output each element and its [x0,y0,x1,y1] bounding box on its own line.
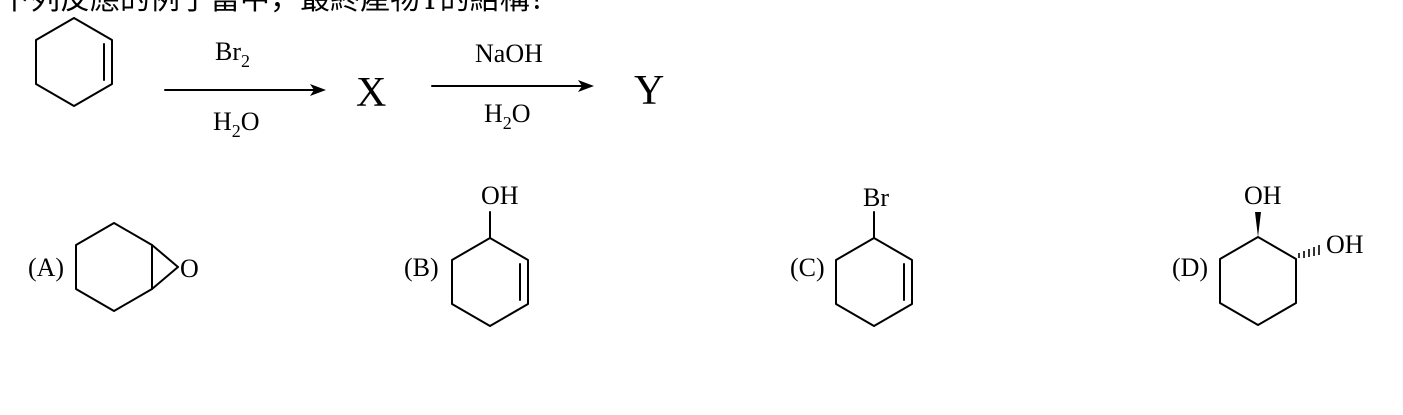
intermediate-x: X [356,70,386,116]
reaction-arrow-2 [431,80,594,92]
atom-label-br-c: Br [863,183,889,212]
structure-c-bromocyclohexene [835,211,913,327]
atom-label-o-a: O [180,254,199,283]
structure-d-cyclohexanediol [1219,236,1297,326]
reagent-1-top: Br2 [215,37,250,71]
reagent-1-bottom: H2O [213,107,260,141]
option-a-label: (A) [28,253,64,282]
cyclohexene-structure [35,17,113,107]
product-y: Y [634,68,664,114]
reagent-2-top: NaOH [475,39,543,68]
wedge-bond-icon [1255,212,1261,237]
option-d-label: (D) [1172,253,1208,282]
hashed-bond-icon [1298,245,1320,258]
reagent-2-bottom: H2O [484,99,531,133]
question-text: 下列反應的例子當中，最終產物Y的結構？ [0,0,1403,18]
option-c-label: (C) [790,253,825,282]
structure-a-epoxide [75,222,179,312]
atom-label-oh-b: OH [481,181,519,210]
structure-b-cyclohexenol [451,211,529,327]
atom-label-oh-d2: OH [1326,230,1364,259]
option-b-label: (B) [404,253,439,282]
atom-label-oh-d1: OH [1244,181,1282,210]
reaction-arrow-1 [164,84,326,96]
